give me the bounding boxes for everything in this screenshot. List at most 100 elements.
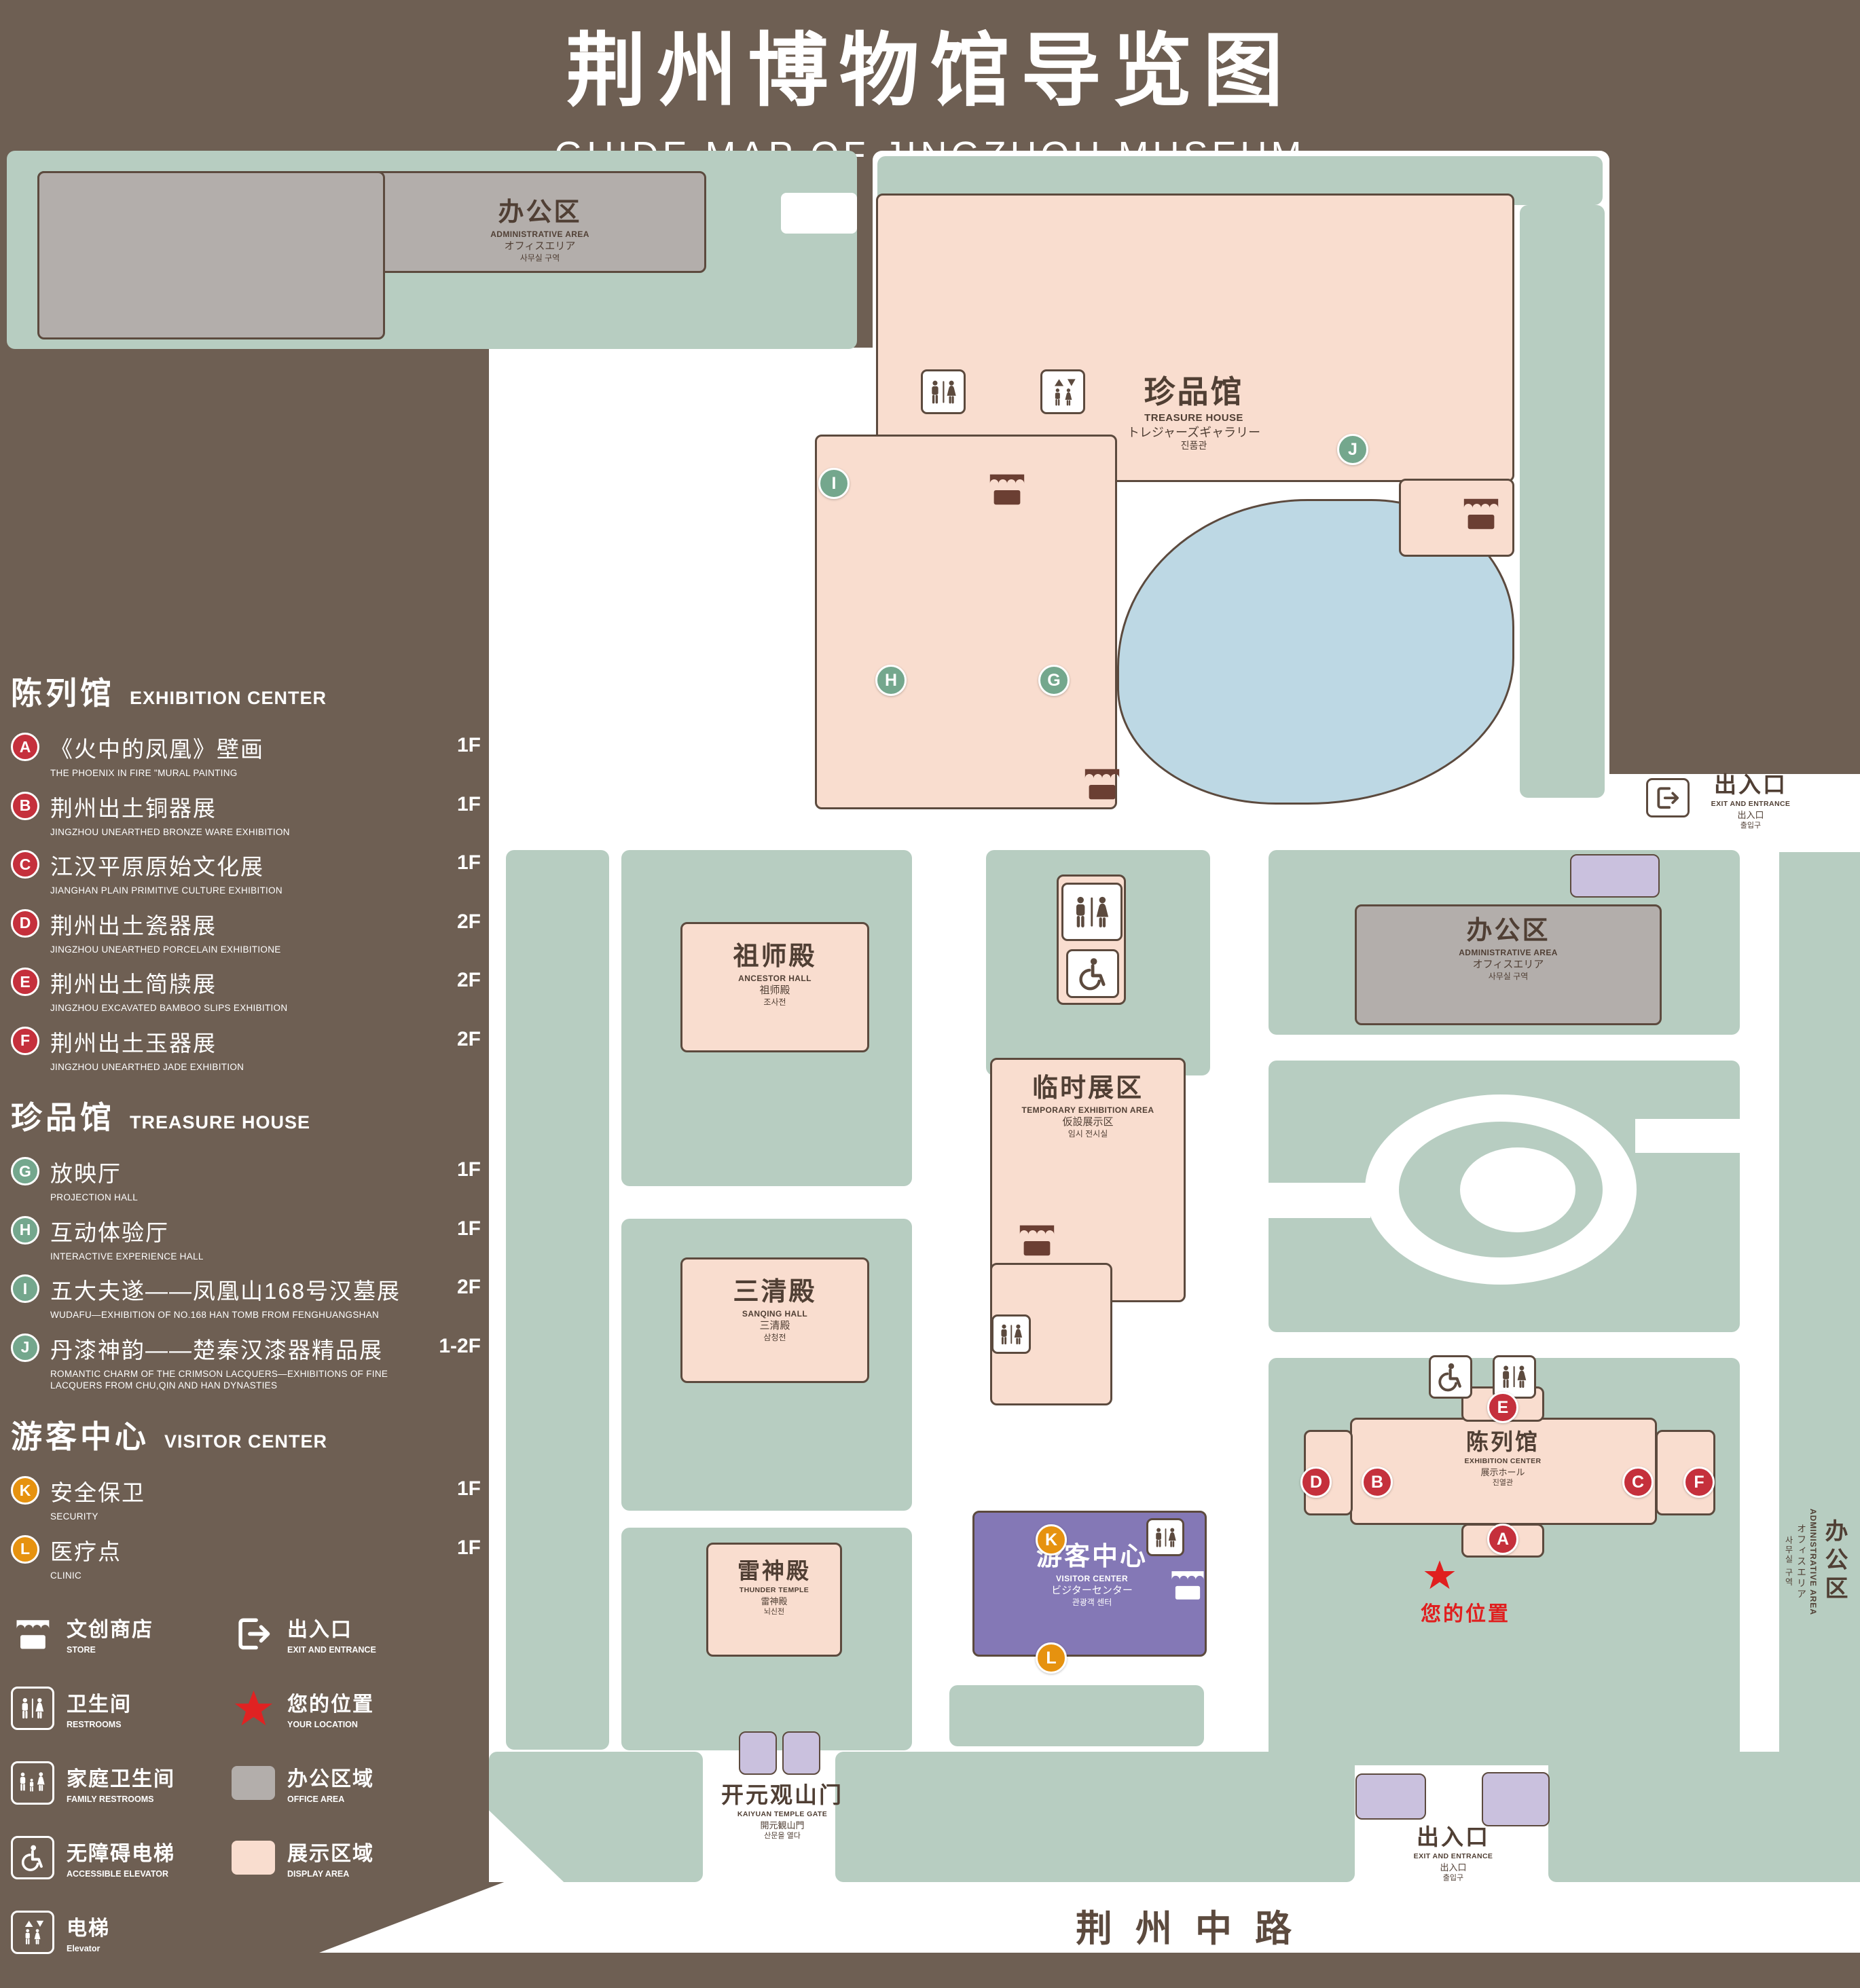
admin-strip-label: 办公区 ADMINISTRATIVE AREA オフィスエリア 사무실 구역 bbox=[1783, 1290, 1851, 1833]
item-en: CLINIC bbox=[50, 1570, 82, 1581]
map-marker-K[interactable]: K bbox=[1036, 1524, 1067, 1556]
sanqing-hall-building[interactable] bbox=[680, 1257, 869, 1383]
map-marker-G[interactable]: G bbox=[1038, 665, 1070, 696]
treasure-house-west-wing[interactable] bbox=[815, 435, 1117, 809]
temporary-exhibition-building[interactable] bbox=[990, 1058, 1186, 1302]
label-zh: 陈列馆 bbox=[1465, 1429, 1539, 1454]
label-en: EXIT AND ENTRANCE bbox=[1413, 1852, 1493, 1860]
exhibition-center-building[interactable] bbox=[1350, 1418, 1657, 1525]
section-title-en: VISITOR CENTER bbox=[164, 1431, 328, 1452]
key-en: Elevator bbox=[67, 1944, 101, 1954]
label-ja: 三清殿 bbox=[759, 1319, 790, 1331]
marker-badge-L: L bbox=[11, 1534, 39, 1564]
label-ko: 출입구 bbox=[1740, 822, 1762, 830]
list-item-K: K 安全保卫 SECURITY 1F bbox=[11, 1475, 481, 1523]
item-en: SECURITY bbox=[50, 1511, 98, 1522]
key-row-elevator: 电梯 Elevator bbox=[11, 1910, 175, 1955]
marker-badge-H: H bbox=[11, 1215, 39, 1245]
item-en: ROMANTIC CHARM OF THE CRIMSON LACQUERS—E… bbox=[50, 1368, 388, 1391]
item-floor: 2F bbox=[456, 1276, 481, 1299]
restrooms-icon bbox=[1493, 1355, 1536, 1399]
page-title: 荆州博物馆导览图 bbox=[566, 26, 1294, 116]
path bbox=[781, 193, 857, 234]
item-floor: 1F bbox=[456, 1217, 481, 1240]
gate-building bbox=[782, 1731, 820, 1775]
label-ja: 出入口 bbox=[1737, 809, 1764, 820]
item-en: JINGZHOU UNEARTHED JADE EXHIBITION bbox=[50, 1061, 244, 1072]
elevator-icon bbox=[1040, 369, 1085, 414]
restrooms-icon bbox=[1061, 883, 1123, 941]
map-marker-F[interactable]: F bbox=[1683, 1467, 1715, 1498]
key-row-display-area: 展示区域 DISPLAY AREA bbox=[232, 1835, 376, 1880]
list-item-G: G 放映厅 PROJECTION HALL 1F bbox=[11, 1156, 481, 1204]
map-marker-E[interactable]: E bbox=[1487, 1392, 1518, 1423]
label-zh: 办公区 bbox=[1821, 1519, 1847, 1604]
label-ja: オフィスエリア bbox=[504, 240, 576, 252]
label-en: TREASURE HOUSE bbox=[1144, 411, 1243, 424]
admin-east-building[interactable] bbox=[1355, 904, 1662, 1025]
admin-northwest-building[interactable] bbox=[37, 171, 385, 339]
your-location-label: 您的位置 bbox=[1421, 1603, 1510, 1625]
key-zh: 无障碍电梯 bbox=[67, 1843, 175, 1866]
map-marker-L[interactable]: L bbox=[1036, 1642, 1067, 1674]
map-marker-I[interactable]: I bbox=[818, 468, 850, 499]
key-en: STORE bbox=[67, 1645, 96, 1655]
key-zh: 文创商店 bbox=[67, 1619, 153, 1642]
map-marker-B[interactable]: B bbox=[1362, 1467, 1393, 1498]
item-zh: 荆州出土玉器展 bbox=[50, 1030, 217, 1056]
key-row-exit: 出入口 EXIT AND ENTRANCE bbox=[232, 1611, 376, 1656]
label-ko: 삼청전 bbox=[763, 1332, 786, 1342]
list-item-J: J 丹漆神韵——楚秦汉漆器精品展 ROMANTIC CHARM OF THE C… bbox=[11, 1332, 481, 1392]
restrooms-icon bbox=[921, 369, 966, 414]
item-en: WUDAFU—EXHIBITION OF NO.168 HAN TOMB FRO… bbox=[50, 1310, 380, 1321]
treasure-house-east-tab[interactable] bbox=[1399, 479, 1514, 557]
gate-building bbox=[739, 1731, 777, 1775]
admin-northwest-label: 办公区 ADMINISTRATIVE AREA オフィスエリア 사무실 구역 bbox=[490, 198, 589, 263]
exit-entrance-icon bbox=[1646, 778, 1690, 817]
item-floor: 1F bbox=[456, 1536, 481, 1559]
map-marker-A[interactable]: A bbox=[1487, 1524, 1518, 1555]
family-restrooms-icon bbox=[11, 1761, 54, 1805]
store-icon bbox=[1016, 1221, 1058, 1259]
label-ja: オフィスエリア bbox=[1472, 958, 1544, 970]
road bbox=[319, 1882, 1860, 1953]
item-zh: 医疗点 bbox=[50, 1539, 122, 1564]
label-ja: ビジターセンター bbox=[1051, 1584, 1133, 1596]
item-zh: 五大夫遂——凤凰山168号汉墓展 bbox=[50, 1278, 401, 1304]
section-title-en: TREASURE HOUSE bbox=[130, 1112, 311, 1133]
label-ja: 仮設展示区 bbox=[1062, 1116, 1114, 1128]
label-ja: 雷神殿 bbox=[761, 1596, 788, 1606]
thunder-temple-building[interactable] bbox=[706, 1543, 842, 1657]
list-item-L: L 医疗点 CLINIC 1F bbox=[11, 1534, 481, 1582]
label-ja: トレジャーズギャラリー bbox=[1127, 426, 1261, 440]
map-marker-H[interactable]: H bbox=[875, 665, 907, 696]
label-zh: 出入口 bbox=[1713, 772, 1787, 797]
ancestor-hall-building[interactable] bbox=[680, 922, 869, 1052]
treasure-house-building[interactable] bbox=[876, 194, 1514, 482]
list-item-F: F 荆州出土玉器展 JINGZHOU UNEARTHED JADE EXHIBI… bbox=[11, 1025, 481, 1073]
map-marker-J[interactable]: J bbox=[1337, 434, 1368, 465]
accessible-elevator-icon bbox=[11, 1836, 54, 1880]
admin-east-label: 办公区 ADMINISTRATIVE AREA オフィスエリア 사무실 구역 bbox=[1459, 917, 1558, 981]
lawn-block bbox=[1520, 205, 1605, 798]
label-ko: 출입구 bbox=[1442, 1874, 1464, 1883]
section-header-treasure-house: 珍品馆 TREASURE HOUSE bbox=[11, 1093, 481, 1138]
kaiyuan-gate-label: 开元观山门 KAIYUAN TEMPLE GATE 開元観山門 산문을 열다 bbox=[721, 1782, 843, 1841]
section-title-zh: 珍品馆 bbox=[11, 1100, 115, 1136]
store-icon bbox=[1460, 494, 1502, 532]
marker-badge-A: A bbox=[11, 733, 39, 761]
key-en: ACCESSIBLE ELEVATOR bbox=[67, 1869, 169, 1879]
label-zh: 办公区 bbox=[1466, 917, 1550, 945]
label-en: TEMPORARY EXHIBITION AREA bbox=[1021, 1105, 1154, 1115]
list-item-I: I 五大夫遂——凤凰山168号汉墓展 WUDAFU—EXHIBITION OF … bbox=[11, 1273, 481, 1321]
label-en: ANCESTOR HALL bbox=[738, 973, 812, 983]
your-location-star-icon bbox=[1423, 1559, 1456, 1591]
list-item-B: B 荆州出土铜器展 JINGZHOU UNEARTHED BRONZE WARE… bbox=[11, 790, 481, 839]
label-en: ADMINISTRATIVE AREA bbox=[1808, 1508, 1818, 1615]
treasure-house-label: 珍品馆 TREASURE HOUSE トレジャーズギャラリー 진품관 bbox=[1127, 374, 1261, 452]
key-zh: 出入口 bbox=[287, 1619, 352, 1642]
map-marker-C[interactable]: C bbox=[1622, 1467, 1654, 1498]
map-marker-D[interactable]: D bbox=[1300, 1467, 1332, 1498]
item-en: JIANGHAN PLAIN PRIMITIVE CULTURE EXHIBIT… bbox=[50, 885, 282, 896]
